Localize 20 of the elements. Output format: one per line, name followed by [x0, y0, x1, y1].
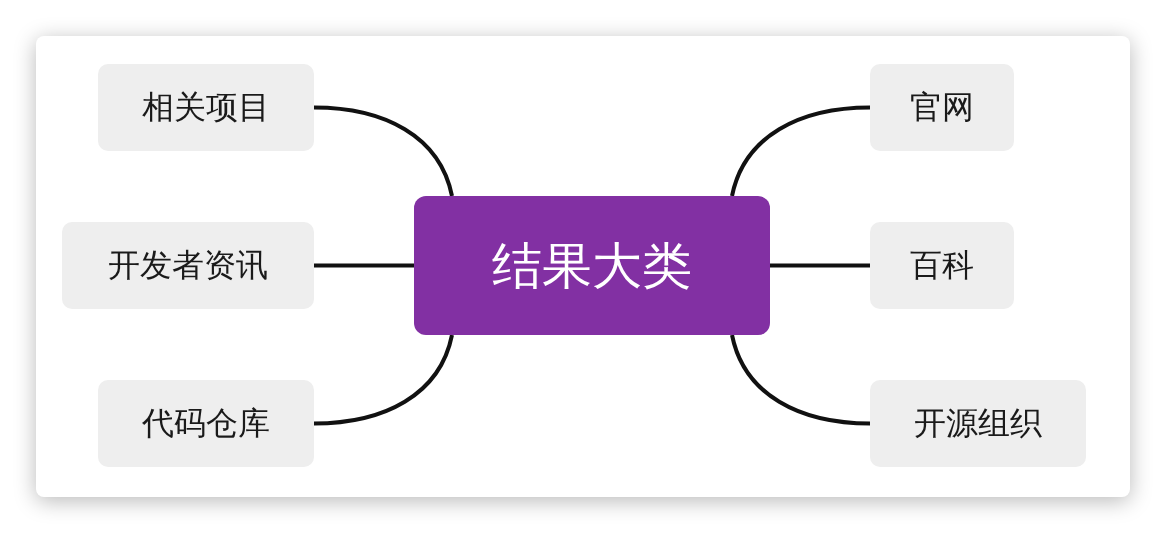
- connector-line: [770, 263, 870, 268]
- topic-label: 开发者资讯: [108, 246, 268, 285]
- topic-label: 开源组织: [914, 404, 1042, 443]
- topic-label: 相关项目: [142, 88, 270, 127]
- subtopic-box: [870, 380, 1086, 467]
- connector-line: [730, 105, 871, 197]
- subtopic-box: [870, 222, 1014, 309]
- connector-line: [313, 334, 454, 426]
- subtopic-box: [98, 380, 314, 467]
- topic-label: 代码仓库: [142, 404, 270, 443]
- topic-label: 百科: [910, 246, 974, 285]
- connector-line: [730, 334, 871, 426]
- topic-label: 官网: [910, 88, 974, 127]
- subtopic-box: [870, 64, 1014, 151]
- central-topic: [414, 196, 770, 335]
- connector-line: [313, 105, 454, 197]
- topic-label: 结果大类: [492, 235, 692, 296]
- subtopic-box: [98, 64, 314, 151]
- connector-line: [314, 263, 414, 268]
- subtopic-box: [62, 222, 314, 309]
